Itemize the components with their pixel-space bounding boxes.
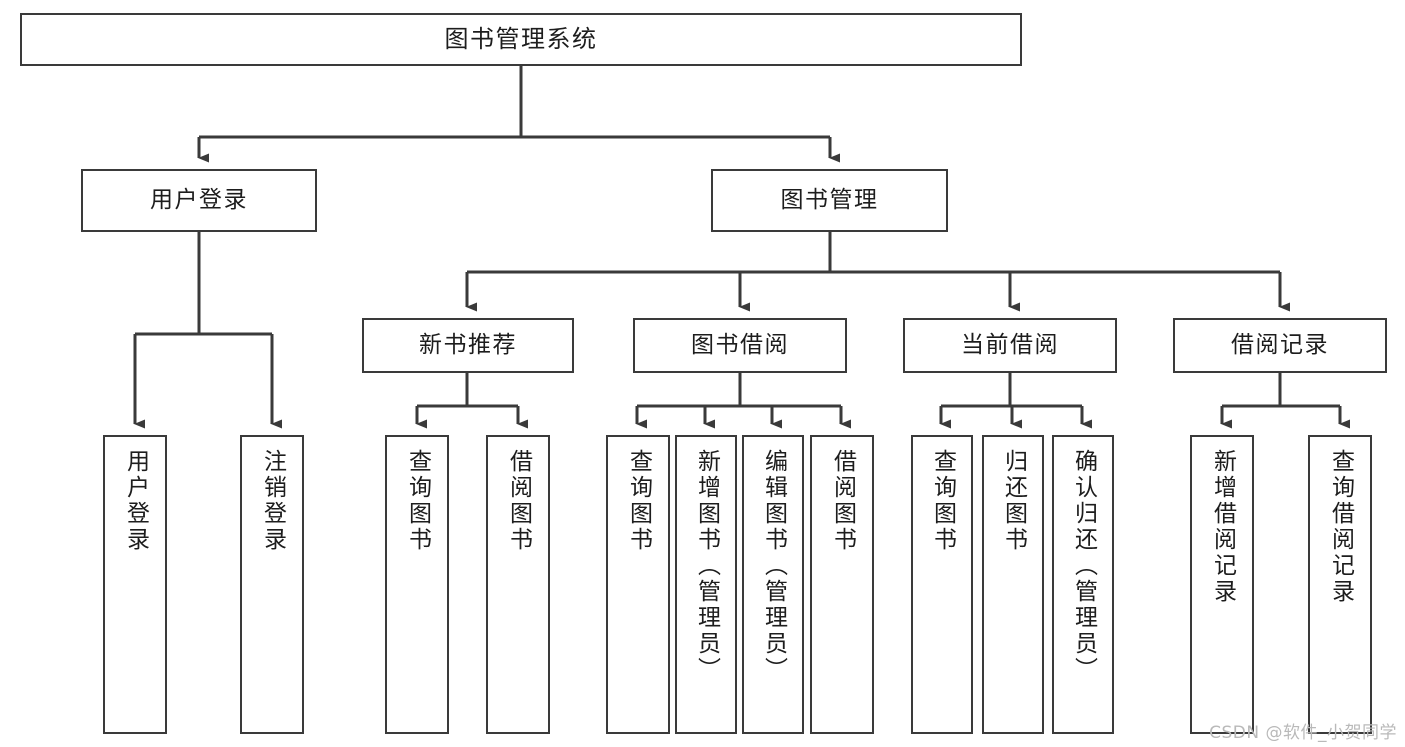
node-book-management[interactable]: 图书管理 bbox=[711, 169, 948, 232]
node-label: 查询借阅记录 bbox=[1327, 449, 1354, 605]
leaf-borrow-book[interactable]: 借阅图书 bbox=[810, 435, 874, 734]
node-borrow-records[interactable]: 借阅记录 bbox=[1173, 318, 1387, 373]
node-label: 用户登录 bbox=[150, 186, 248, 213]
leaf-query-book-current[interactable]: 查询图书 bbox=[911, 435, 973, 734]
node-label: 借阅图书 bbox=[505, 449, 532, 553]
node-label: 查询图书 bbox=[404, 449, 431, 553]
node-label: 当前借阅 bbox=[961, 331, 1059, 358]
node-label: 借阅记录 bbox=[1231, 331, 1329, 358]
node-new-book-recommend[interactable]: 新书推荐 bbox=[362, 318, 574, 373]
node-book-borrow[interactable]: 图书借阅 bbox=[633, 318, 847, 373]
leaf-query-book-borrow[interactable]: 查询图书 bbox=[606, 435, 670, 734]
node-user-login[interactable]: 用户登录 bbox=[81, 169, 317, 232]
leaf-query-borrow-record[interactable]: 查询借阅记录 bbox=[1308, 435, 1372, 734]
csdn-watermark: CSDN @软件_小贺同学 bbox=[1209, 723, 1397, 743]
node-label: 新书推荐 bbox=[419, 331, 517, 358]
node-label: 注销登录 bbox=[259, 449, 286, 553]
node-label: 编辑图书（管理员） bbox=[760, 449, 787, 683]
node-label: 查询图书 bbox=[929, 449, 956, 553]
node-label: 图书管理系统 bbox=[444, 25, 598, 54]
node-label: 归还图书 bbox=[1000, 449, 1027, 553]
node-root-system[interactable]: 图书管理系统 bbox=[20, 13, 1022, 66]
node-label: 新增借阅记录 bbox=[1209, 449, 1236, 605]
node-label: 用户登录 bbox=[122, 449, 149, 553]
leaf-logout[interactable]: 注销登录 bbox=[240, 435, 304, 734]
node-label: 图书管理 bbox=[780, 186, 879, 213]
leaf-add-borrow-record[interactable]: 新增借阅记录 bbox=[1190, 435, 1254, 734]
node-label: 借阅图书 bbox=[829, 449, 856, 553]
node-label: 查询图书 bbox=[625, 449, 652, 553]
leaf-user-login[interactable]: 用户登录 bbox=[103, 435, 167, 734]
node-label: 图书借阅 bbox=[691, 331, 789, 358]
leaf-query-book-recommend[interactable]: 查询图书 bbox=[385, 435, 449, 734]
leaf-confirm-return-admin[interactable]: 确认归还（管理员） bbox=[1052, 435, 1114, 734]
leaf-return-book[interactable]: 归还图书 bbox=[982, 435, 1044, 734]
node-current-borrow[interactable]: 当前借阅 bbox=[903, 318, 1117, 373]
node-label: 确认归还（管理员） bbox=[1070, 449, 1097, 683]
leaf-borrow-book-recommend[interactable]: 借阅图书 bbox=[486, 435, 550, 734]
leaf-edit-book-admin[interactable]: 编辑图书（管理员） bbox=[742, 435, 804, 734]
leaf-add-book-admin[interactable]: 新增图书（管理员） bbox=[675, 435, 737, 734]
node-label: 新增图书（管理员） bbox=[693, 449, 720, 683]
